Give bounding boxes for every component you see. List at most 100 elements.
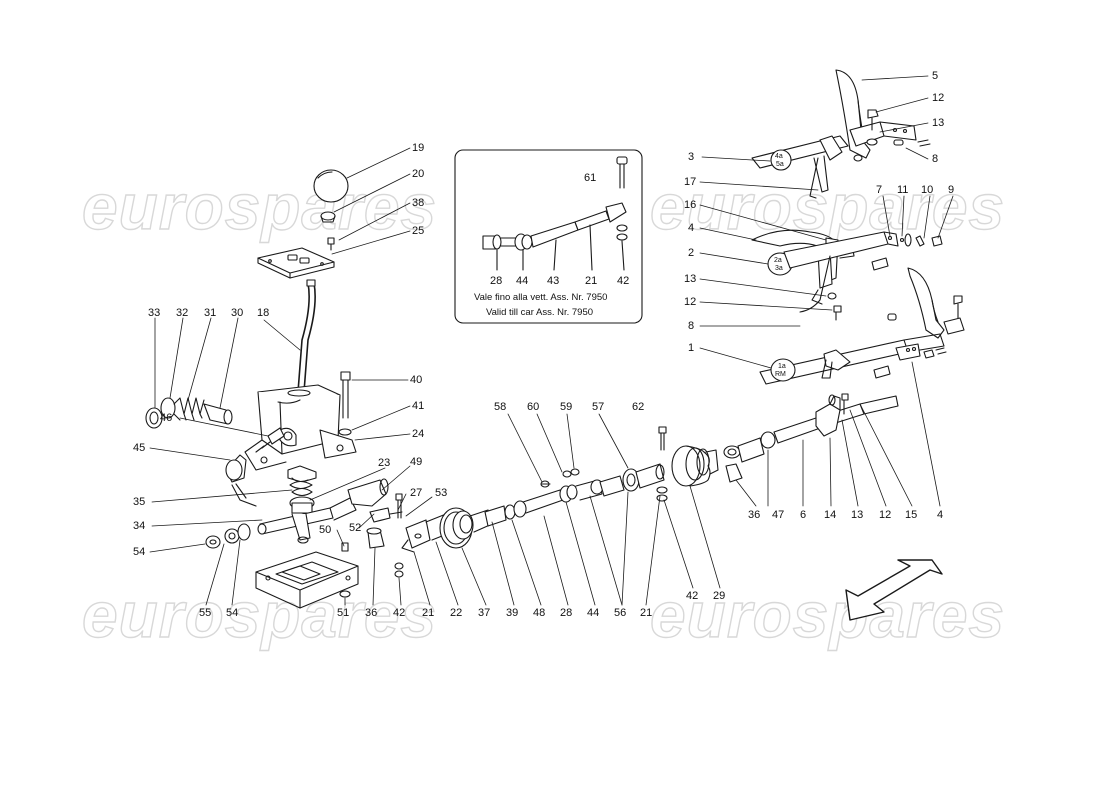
part-label: 13 (851, 509, 864, 521)
part-label: 42 (686, 590, 699, 602)
part-label: 8 (932, 153, 939, 165)
part-label: 42 (393, 607, 406, 619)
part-label: 20 (412, 168, 425, 180)
part-label: 16 (684, 199, 697, 211)
part-label: 42 (617, 275, 630, 287)
shift-knob-assembly (257, 169, 349, 393)
part-label: 37 (478, 607, 491, 619)
part-label: 44 (516, 275, 529, 287)
part-label: 12 (684, 296, 697, 308)
part-label: 4 (937, 509, 944, 521)
part-label: 61 (584, 172, 597, 184)
part-label: 51 (337, 607, 350, 619)
part-label: 22 (450, 607, 463, 619)
part-label: 2 (688, 247, 695, 259)
part-label: 44 (587, 607, 600, 619)
badge-text: RM (775, 371, 786, 378)
watermark-logo: eurospares (81, 170, 438, 243)
part-label: 1 (688, 342, 695, 354)
part-label: 62 (632, 401, 645, 413)
part-label: 29 (713, 590, 726, 602)
part-label: 15 (905, 509, 918, 521)
part-label: 27 (410, 487, 423, 499)
part-label: 45 (133, 442, 146, 454)
part-label: 6 (800, 509, 807, 521)
part-label: 30 (231, 307, 244, 319)
inset-note-italian: Vale fino alla vett. Ass. Nr. 7950 (474, 292, 608, 303)
part-label: 19 (412, 142, 425, 154)
part-label: 55 (199, 607, 212, 619)
left-hardware (145, 371, 352, 507)
part-label: 5 (932, 70, 939, 82)
part-label: 21 (585, 275, 598, 287)
part-label: 54 (226, 607, 239, 619)
badge-text: 2a (774, 257, 782, 264)
leader-lines (149, 75, 954, 606)
part-label: 36 (365, 607, 378, 619)
part-label: 49 (410, 456, 423, 468)
badge-text: 4a (775, 153, 783, 160)
part-label: 53 (435, 487, 448, 499)
part-label: 50 (319, 524, 332, 536)
part-label: 40 (410, 374, 423, 386)
part-label: 60 (527, 401, 540, 413)
part-label: 58 (494, 401, 507, 413)
part-label: 9 (948, 184, 955, 196)
part-label: 12 (932, 92, 945, 104)
inset-frame (454, 149, 643, 324)
part-label: 31 (204, 307, 217, 319)
direction-arrow (845, 559, 943, 621)
part-label: 10 (921, 184, 934, 196)
part-label: 25 (412, 225, 425, 237)
part-label: 56 (614, 607, 627, 619)
part-label: 13 (684, 273, 697, 285)
part-label: 4 (688, 222, 695, 234)
part-label: 38 (412, 197, 425, 209)
part-label: 48 (533, 607, 546, 619)
shift-base-plate (255, 551, 404, 609)
fork-4th-5th (751, 69, 931, 199)
part-label: 59 (560, 401, 573, 413)
part-label: 17 (684, 176, 697, 188)
part-label: 57 (592, 401, 605, 413)
watermark-logo: eurospares (81, 578, 438, 651)
part-label: 7 (876, 184, 883, 196)
part-label: 41 (412, 400, 425, 412)
part-label: 43 (547, 275, 560, 287)
fork-badges: 4a 5a 2a 3a 1a RM (774, 153, 786, 378)
badge-text: 1a (778, 363, 786, 370)
inset-note-english: Valid till car Ass. Nr. 7950 (486, 307, 594, 318)
part-label: 28 (560, 607, 573, 619)
rubber-boot (671, 393, 899, 487)
part-label: 36 (748, 509, 761, 521)
part-label: 39 (506, 607, 519, 619)
inset-shaft-assembly (482, 156, 628, 271)
part-label: 33 (148, 307, 161, 319)
shift-housing (244, 384, 357, 471)
fork-1st-reverse (759, 267, 965, 385)
part-label: 52 (349, 522, 362, 534)
part-label: 28 (490, 275, 503, 287)
part-label: 34 (133, 520, 146, 532)
part-label: 8 (688, 320, 695, 332)
badge-text: 3a (775, 265, 783, 272)
part-label: 54 (133, 546, 146, 558)
part-label: 32 (176, 307, 189, 319)
main-shift-shaft (401, 426, 668, 553)
part-label: 21 (422, 607, 435, 619)
part-label: 24 (412, 428, 425, 440)
part-label: 3 (688, 151, 695, 163)
part-label: 35 (133, 496, 146, 508)
selector-shaft-lower (205, 465, 403, 552)
badge-text: 5a (776, 161, 784, 168)
part-label: 11 (897, 184, 909, 196)
part-label: 13 (932, 117, 945, 129)
part-label: 46 (160, 412, 173, 424)
part-label: 21 (640, 607, 653, 619)
part-label: 47 (772, 509, 785, 521)
part-label: 23 (378, 457, 391, 469)
part-label: 14 (824, 509, 837, 521)
watermark-logo: eurospares (649, 578, 1006, 651)
part-label: 18 (257, 307, 270, 319)
